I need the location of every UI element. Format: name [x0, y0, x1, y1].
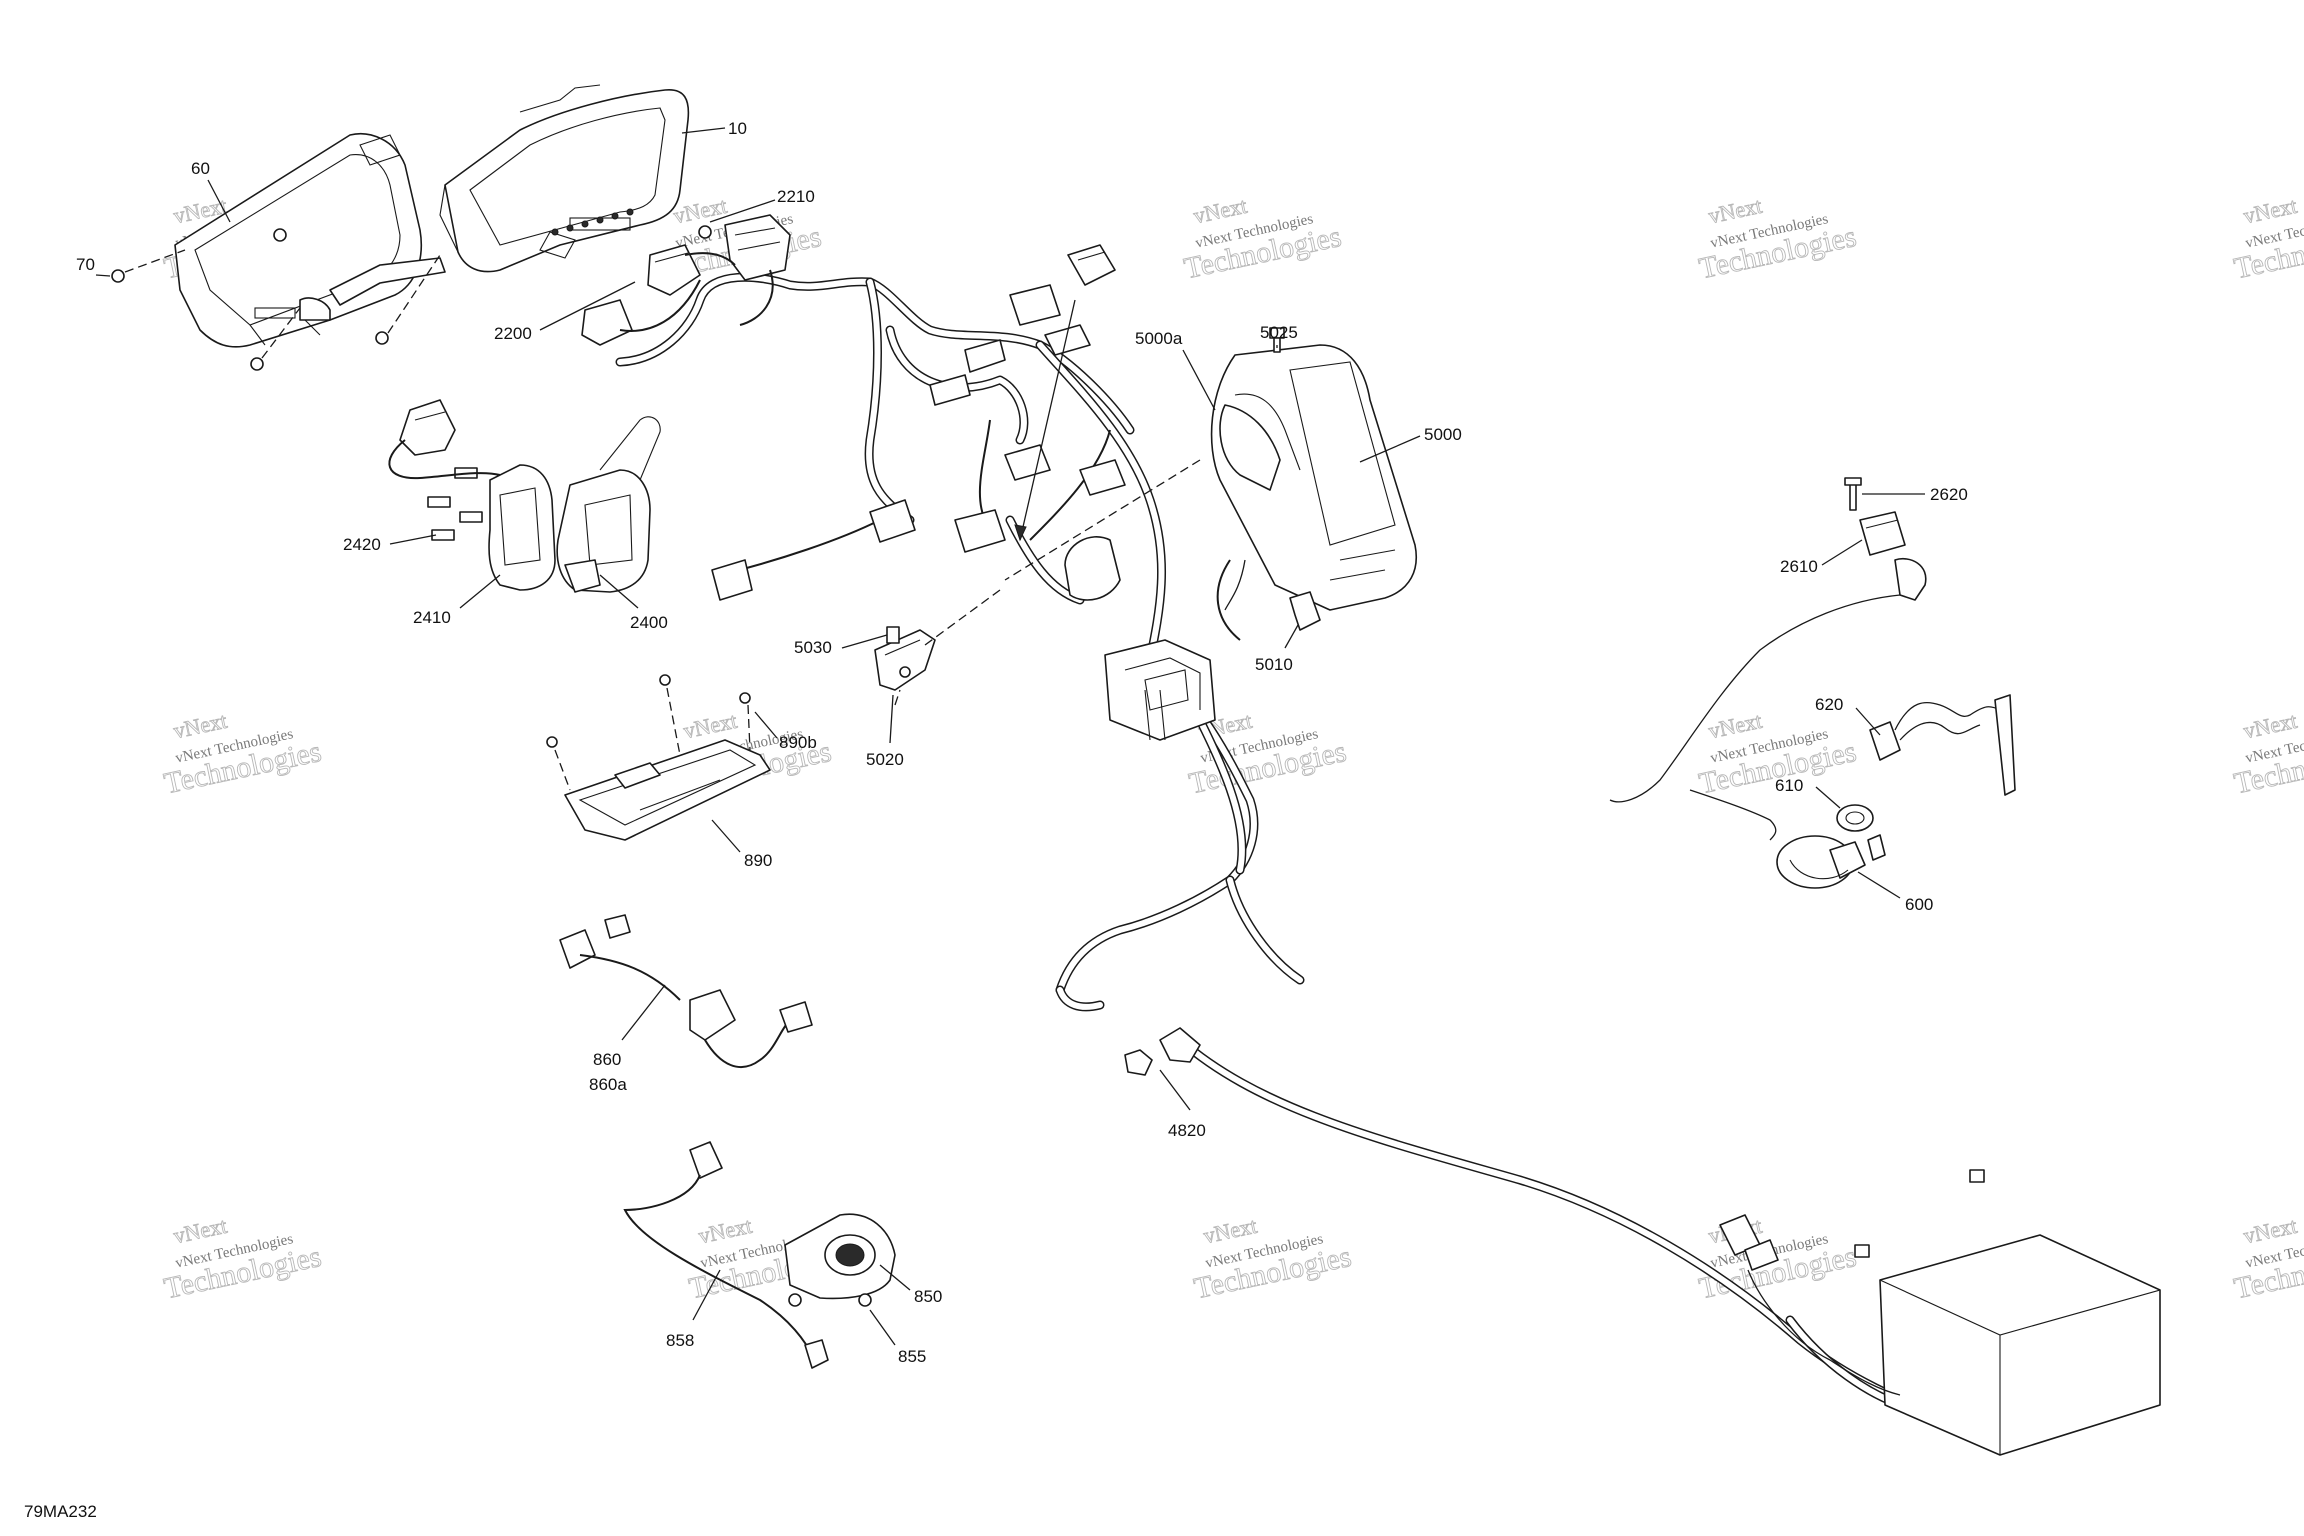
callout-2410: 2410: [413, 608, 451, 627]
part-4820-nut: [1124, 1027, 1201, 1076]
watermarks: vNext vNext Technologies Technologies vN…: [161, 192, 2304, 1306]
part-60-dash-bezel: [174, 133, 446, 348]
part-2210-connector: [698, 214, 791, 326]
watermark-3: vNext vNext Technologies Technologies: [1696, 192, 1860, 286]
watermark-4: vNext vNext Technologies Technologies: [2231, 192, 2304, 286]
part-890-bracket-plate: [546, 674, 771, 841]
callout-860: 860: [593, 1050, 621, 1069]
part-2400-switch: [556, 416, 661, 593]
watermark-13: vNext vNext Technologies Technologies: [1191, 1212, 1355, 1306]
assembly-arrows: [894, 299, 1201, 706]
callout-5030: 5030: [794, 638, 832, 657]
watermark-10: vNext vNext Technologies Technologies: [2231, 707, 2304, 801]
part-610-ring: [1836, 804, 1874, 832]
watermark-text-a: vNext: [2241, 193, 2299, 229]
part-10-instrument-cluster: [439, 84, 690, 273]
part-5030-clip: [886, 626, 900, 644]
callout-5020: 5020: [866, 750, 904, 769]
callouts: 60 70 10 2210 2200 5025 5000a 5000 2620 …: [76, 119, 1968, 1366]
callout-5000a: 5000a: [1135, 329, 1183, 348]
part-5010-connector: [1224, 559, 1321, 631]
callout-2620: 2620: [1930, 485, 1968, 504]
callout-890: 890: [744, 851, 772, 870]
part-2610-switch: [1859, 511, 1906, 556]
callout-2610: 2610: [1780, 557, 1818, 576]
callout-610: 610: [1775, 776, 1803, 795]
callout-860a: 860a: [589, 1075, 627, 1094]
watermark-text-a: vNext: [2241, 708, 2299, 744]
callout-60: 60: [191, 159, 210, 178]
part-2200-connector: [581, 244, 736, 346]
callout-5010: 5010: [1255, 655, 1293, 674]
callout-858: 858: [666, 1331, 694, 1350]
watermark-6: vNext vNext Technologies Technologies: [161, 707, 325, 801]
watermark-text-a: vNext: [1706, 193, 1764, 229]
callout-600: 600: [1905, 895, 1933, 914]
watermark-15: vNext vNext Technologies Technologies: [2231, 1212, 2304, 1306]
callout-70: 70: [76, 255, 95, 274]
part-600-lanyard-switch: [1776, 834, 1886, 889]
callout-850: 850: [914, 1287, 942, 1306]
callout-2420: 2420: [343, 535, 381, 554]
part-620-tether-switch: [1609, 558, 2016, 841]
watermark-text-a: vNext: [1201, 1213, 1259, 1249]
watermark-text-a: vNext: [2241, 1213, 2299, 1249]
callout-10: 10: [728, 119, 747, 138]
part-5000-ecm: [1210, 344, 1417, 611]
callout-5025: 5025: [1260, 323, 1298, 342]
callout-2400: 2400: [630, 613, 668, 632]
part-5020-bracket: [874, 629, 936, 691]
fuse-relay-box: [1064, 536, 1216, 741]
watermark-text-a: vNext: [171, 1213, 229, 1249]
callout-890b: 890b: [779, 733, 817, 752]
callout-5000: 5000: [1424, 425, 1462, 444]
part-860-harness: [559, 914, 813, 1069]
part-2620-bolt: [1844, 477, 1862, 511]
callout-4820: 4820: [1168, 1121, 1206, 1140]
watermark-text-a: vNext: [171, 708, 229, 744]
switch-connectors-upper-left: [388, 399, 501, 480]
callout-620: 620: [1815, 695, 1843, 714]
callout-855: 855: [898, 1347, 926, 1366]
harness-connectors-upper: [711, 244, 1126, 601]
figure-code: 79MA232: [24, 1502, 97, 1521]
battery: [1719, 1169, 2161, 1456]
part-2410-switch-housing: [488, 464, 556, 591]
callout-2210: 2210: [777, 187, 815, 206]
watermark-text-a: vNext: [696, 1213, 754, 1249]
watermark-text-a: vNext: [1706, 708, 1764, 744]
watermark-text-a: vNext: [671, 193, 729, 229]
screws-70: [111, 228, 441, 371]
watermark-2: vNext vNext Technologies Technologies: [1181, 192, 1345, 286]
part-850-key-switch: [623, 1141, 896, 1369]
watermark-text-a: vNext: [681, 708, 739, 744]
callout-2200: 2200: [494, 324, 532, 343]
watermark-text-a: vNext: [1191, 193, 1249, 229]
watermark-11: vNext vNext Technologies Technologies: [161, 1212, 325, 1306]
part-2420-screws: [427, 467, 483, 541]
